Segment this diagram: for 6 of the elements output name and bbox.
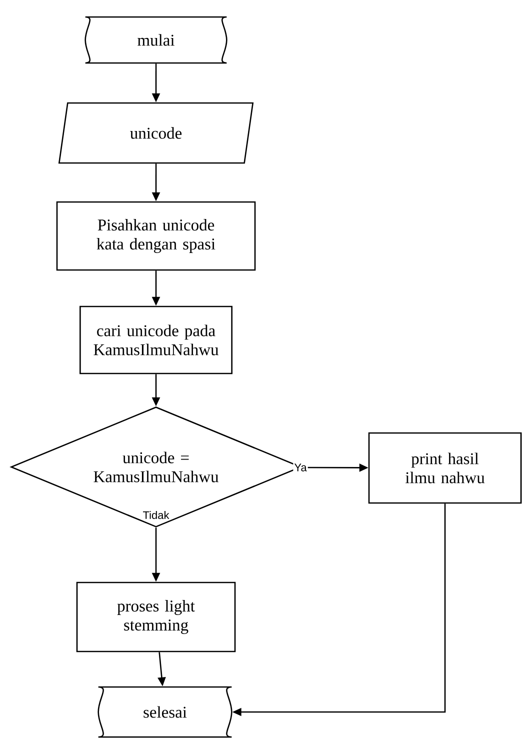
edge-label: Ya: [293, 462, 308, 472]
edge-label: Tidak: [142, 510, 170, 520]
process-box: print hasil ilmu nahwu: [368, 432, 522, 504]
process-box: Pisahkan unicode kata dengan spasi: [56, 201, 256, 271]
process-box: proses light stemming: [76, 582, 236, 652]
process-box: cari unicode pada KamusIlmuNahwu: [80, 306, 232, 374]
